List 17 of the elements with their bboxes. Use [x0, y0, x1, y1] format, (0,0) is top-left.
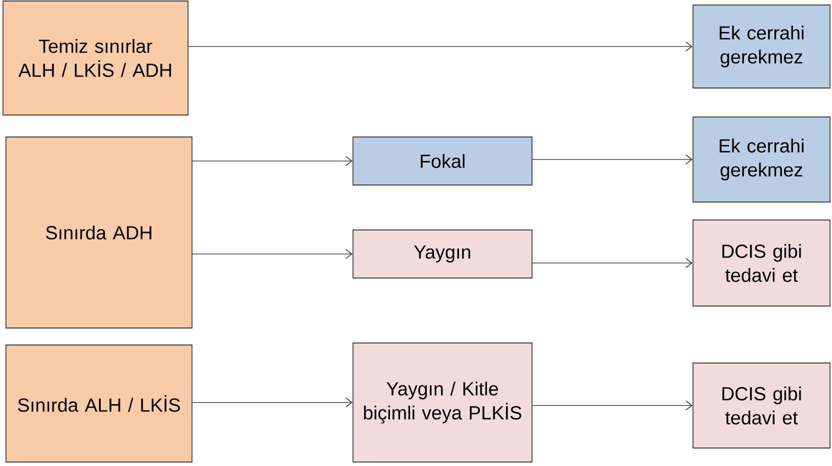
- arrow: [532, 258, 693, 268]
- result-box: Ek cerrahi gerekmez: [692, 116, 830, 202]
- result-box: Ek cerrahi gerekmez: [692, 4, 830, 88]
- arrow: [532, 154, 693, 164]
- arrow: [192, 156, 353, 166]
- arrow: [192, 249, 353, 259]
- result-box: DCIS gibi tedavi et: [692, 362, 830, 448]
- category-box: Temiz sınırlar ALH / LKİS / ADH: [2, 0, 188, 116]
- arrow: [192, 398, 353, 408]
- category-box: Sınırda ALH / LKİS: [6, 344, 192, 462]
- extent-box: Fokal: [352, 136, 532, 186]
- arrow: [188, 42, 693, 52]
- arrow: [532, 400, 693, 410]
- extent-box: Yaygın: [352, 230, 532, 278]
- extent-box: Yaygın / Kitle biçimli veya PLKİS: [352, 342, 532, 462]
- category-box: Sınırda ADH: [6, 136, 192, 328]
- result-box: DCIS gibi tedavi et: [692, 220, 830, 306]
